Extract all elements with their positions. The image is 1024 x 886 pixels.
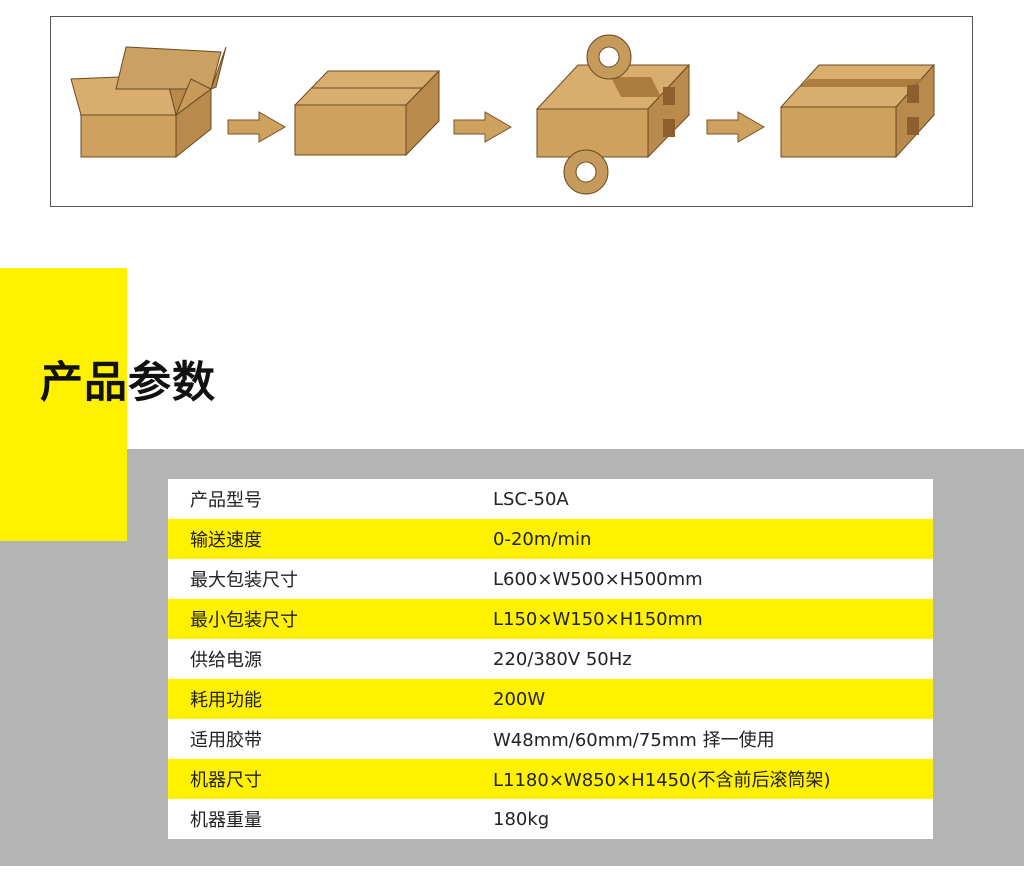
spec-table: 产品型号 LSC-50A 输送速度 0-20m/min 最大包装尺寸 L600×… bbox=[168, 479, 933, 839]
closed-carton-icon bbox=[293, 69, 441, 157]
sealed-carton-icon bbox=[779, 63, 936, 159]
spec-value: 200W bbox=[493, 688, 546, 710]
spec-value: 180kg bbox=[493, 808, 550, 830]
process-diagram bbox=[70, 34, 936, 195]
spec-row-max-size: 最大包装尺寸 L600×W500×H500mm bbox=[168, 559, 933, 599]
spec-value: 0-20m/min bbox=[493, 528, 592, 550]
spec-row-speed: 输送速度 0-20m/min bbox=[168, 519, 933, 559]
spec-row-min-size: 最小包装尺寸 L150×W150×H150mm bbox=[168, 599, 933, 639]
spec-label: 适用胶带 bbox=[190, 730, 262, 751]
spec-label: 机器重量 bbox=[190, 810, 262, 831]
taping-carton-icon bbox=[535, 34, 691, 195]
spec-value: 220/380V 50Hz bbox=[493, 648, 632, 670]
spec-label: 产品型号 bbox=[190, 490, 262, 511]
spec-label: 最大包装尺寸 bbox=[190, 570, 298, 591]
spec-value: L150×W150×H150mm bbox=[493, 608, 703, 630]
spec-label: 耗用功能 bbox=[190, 690, 262, 711]
spec-value: LSC-50A bbox=[493, 488, 569, 510]
arrow-right-icon bbox=[227, 111, 287, 143]
spec-value: W48mm/60mm/75mm 择一使用 bbox=[493, 730, 775, 751]
spec-row-power-supply: 供给电源 220/380V 50Hz bbox=[168, 639, 933, 679]
spec-row-power-consumption: 耗用功能 200W bbox=[168, 679, 933, 719]
spec-row-model: 产品型号 LSC-50A bbox=[168, 479, 933, 519]
accent-yellow-block bbox=[0, 268, 127, 541]
spec-value: L1180×W850×H1450(不含前后滚筒架) bbox=[493, 770, 831, 791]
arrow-right-icon bbox=[453, 111, 513, 143]
spec-label: 供给电源 bbox=[190, 650, 262, 671]
spec-label: 输送速度 bbox=[190, 530, 262, 551]
spec-label: 机器尺寸 bbox=[190, 770, 262, 791]
spec-value: L600×W500×H500mm bbox=[493, 568, 703, 590]
spec-label: 最小包装尺寸 bbox=[190, 610, 298, 631]
arrow-right-icon bbox=[706, 111, 766, 143]
sealing-process-illustration bbox=[50, 16, 973, 207]
spec-background-band bbox=[0, 449, 1024, 866]
section-title: 产品参数 bbox=[40, 358, 216, 408]
spec-row-machine-size: 机器尺寸 L1180×W850×H1450(不含前后滚筒架) bbox=[168, 759, 933, 799]
spec-row-tape: 适用胶带 W48mm/60mm/75mm 择一使用 bbox=[168, 719, 933, 759]
spec-row-weight: 机器重量 180kg bbox=[168, 799, 933, 839]
open-carton-icon bbox=[70, 46, 227, 159]
